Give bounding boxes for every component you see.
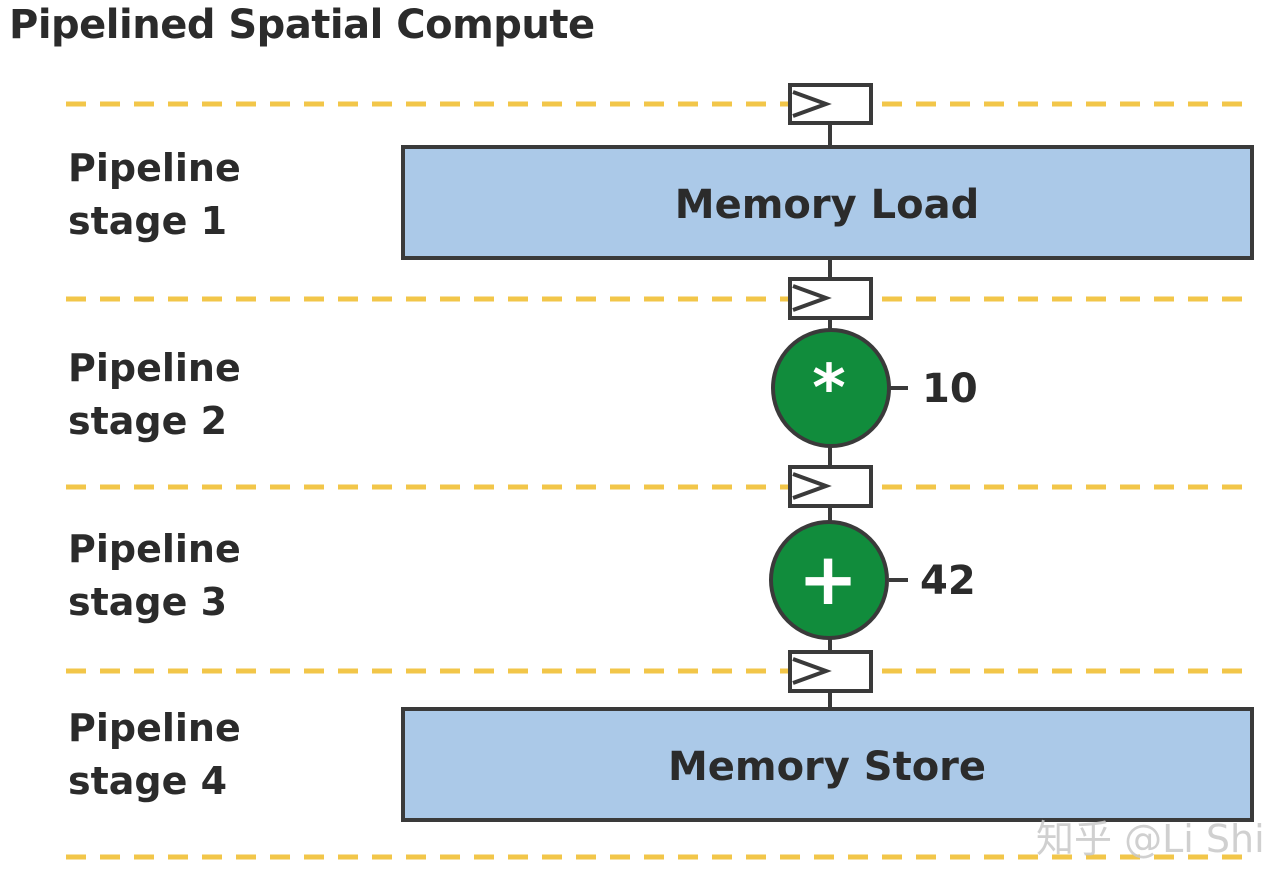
- multiply-constant: 10: [922, 366, 978, 412]
- add-operator: +: [769, 520, 889, 640]
- stage-label-line2: stage 2: [68, 399, 228, 443]
- watermark: 知乎 @Li Shi: [1036, 817, 1265, 861]
- memory-load-label: Memory Load: [675, 182, 979, 228]
- stage-label-3: Pipeline stage 3: [68, 523, 368, 629]
- memory-store-label: Memory Store: [668, 744, 986, 790]
- stage-label-line2: stage 3: [68, 580, 228, 624]
- multiply-operator: *: [771, 328, 891, 448]
- pipeline-register-3: [788, 650, 873, 693]
- stage-label-1: Pipeline stage 1: [68, 142, 368, 248]
- multiply-symbol: *: [812, 352, 845, 426]
- memory-load-block: Memory Load: [401, 145, 1254, 260]
- stage-label-4: Pipeline stage 4: [68, 702, 368, 808]
- pipeline-register-0: [788, 83, 873, 125]
- pipeline-register-2: [788, 465, 873, 508]
- stage-label-2: Pipeline stage 2: [68, 342, 368, 448]
- stage-label-line1: Pipeline: [68, 146, 241, 190]
- add-constant: 42: [920, 558, 976, 604]
- diagram-title: Pipelined Spatial Compute: [9, 2, 595, 48]
- stage-label-line2: stage 1: [68, 199, 228, 243]
- stage-label-line1: Pipeline: [68, 346, 241, 390]
- memory-store-block: Memory Store: [401, 707, 1254, 822]
- add-symbol: +: [798, 537, 858, 621]
- stage-label-line2: stage 4: [68, 759, 228, 803]
- pipeline-register-1: [788, 277, 873, 320]
- stage-label-line1: Pipeline: [68, 706, 241, 750]
- stage-label-line1: Pipeline: [68, 527, 241, 571]
